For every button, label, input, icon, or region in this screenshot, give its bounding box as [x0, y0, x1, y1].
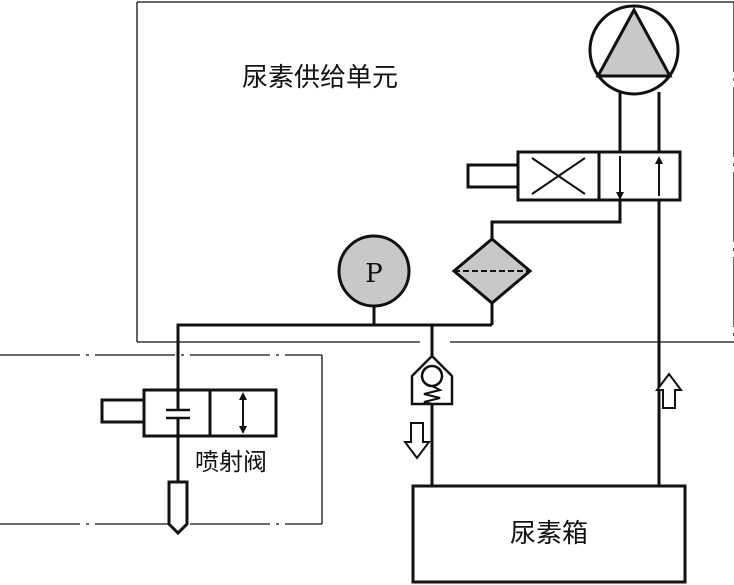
filter-symbol [451, 237, 533, 305]
flow-arrow-up [655, 372, 683, 409]
pipework [176, 92, 661, 486]
supply-unit-boundary [136, 1, 734, 343]
directional-valve [466, 150, 682, 202]
pressure-gauge: P [337, 234, 411, 308]
check-valve [410, 354, 454, 406]
injector-valve [100, 388, 278, 438]
injector-label: 喷射阀 [195, 448, 267, 476]
nozzle-symbol [167, 480, 189, 536]
pressure-gauge-label: P [365, 259, 383, 289]
flow-arrow-down [403, 422, 431, 460]
pump-symbol [588, 4, 680, 96]
tank-label: 尿素箱 [510, 519, 588, 549]
urea-tank [411, 484, 687, 584]
supply-unit-label: 尿素供给单元 [242, 63, 398, 93]
injector-boundary [0, 354, 323, 525]
